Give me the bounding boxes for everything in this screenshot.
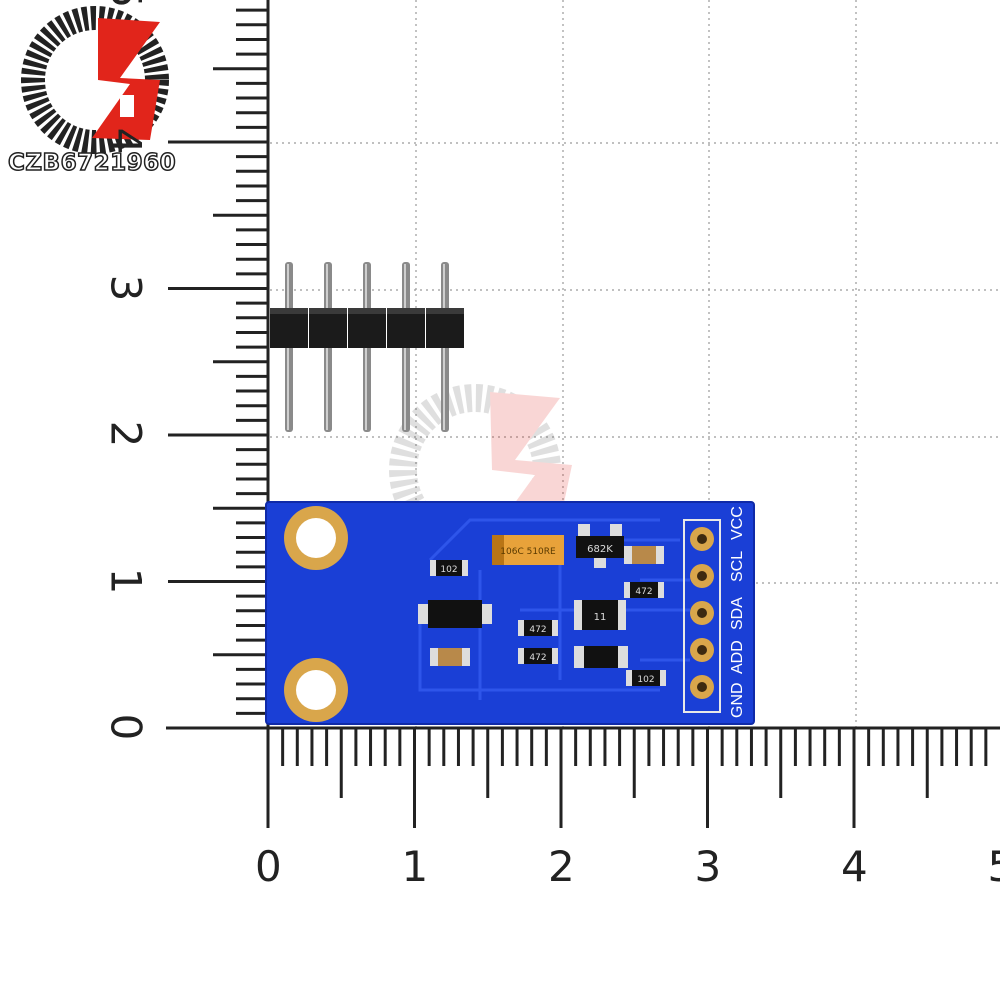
header-plastic-top [270,308,308,314]
resistor-r5-label: 102 [637,675,654,685]
x-axis-number: 5 [988,846,1000,888]
y-axis-number: 3 [104,274,146,301]
resistor-r4: 472 [518,648,558,664]
resistor-r3: 472 [518,620,558,636]
resistor-r2-label: 472 [635,587,652,597]
header-pad-hole [697,534,707,544]
resistor-r1-label: 102 [440,565,457,575]
y-axis-number: 4 [104,128,146,155]
capacitor-lower-left [430,648,470,666]
resistor-r3-label: 472 [529,625,546,635]
header-plastic-top [387,308,425,314]
x-axis-number: 4 [841,846,868,888]
horizontal-ruler [166,728,1000,828]
resistor-r5: 102 [626,670,666,686]
sensor-module-pcb: 106C 510RE 682K 102 472 [266,502,754,724]
mounting-hole-bottom [284,658,348,722]
tantalum-label: 106C 510RE [500,547,556,557]
regulator-chip: 11 [574,600,626,630]
x-axis-number: 1 [402,846,429,888]
y-axis-number: 1 [104,567,146,594]
header-pad-hole [697,645,707,655]
y-axis-number: 2 [104,421,146,448]
pin-label-add: ADD [729,640,746,674]
header-plastic-top [348,308,386,314]
vertical-ruler [168,0,268,730]
brand-name: CZB6721960 [8,150,176,176]
resistor-r2: 472 [624,582,664,598]
ic-chip [418,600,492,628]
header-plastic-top [309,308,347,314]
resistor-r1: 102 [430,560,468,576]
header-pad-hole [697,608,707,618]
tantalum-capacitor: 106C 510RE [492,535,564,565]
mounting-hole-top [284,506,348,570]
header-plastic-top [426,308,464,314]
pin-labels: GND ADD SDA SCL VCC [729,506,746,718]
pin-label-scl: SCL [729,551,746,582]
pin-header [270,262,464,432]
small-capacitor [624,546,664,564]
pin-label-gnd: GND [729,682,746,718]
y-axis-number: 5 [104,0,146,8]
header-pad-hole [697,682,707,692]
regulator-label: 11 [594,612,607,623]
x-axis-number: 3 [695,846,722,888]
resistor-r4-label: 472 [529,653,546,663]
x-axis-number: 0 [255,846,282,888]
header-pad-hole [697,571,707,581]
pin-label-vcc: VCC [729,506,746,540]
x-axis-number: 2 [548,846,575,888]
transistor-label: 682K [587,544,613,555]
y-axis-number: 0 [104,714,146,741]
pin-label-sda: SDA [729,597,746,630]
brand-logo-icon [33,18,160,142]
transistor-lower [574,646,628,668]
